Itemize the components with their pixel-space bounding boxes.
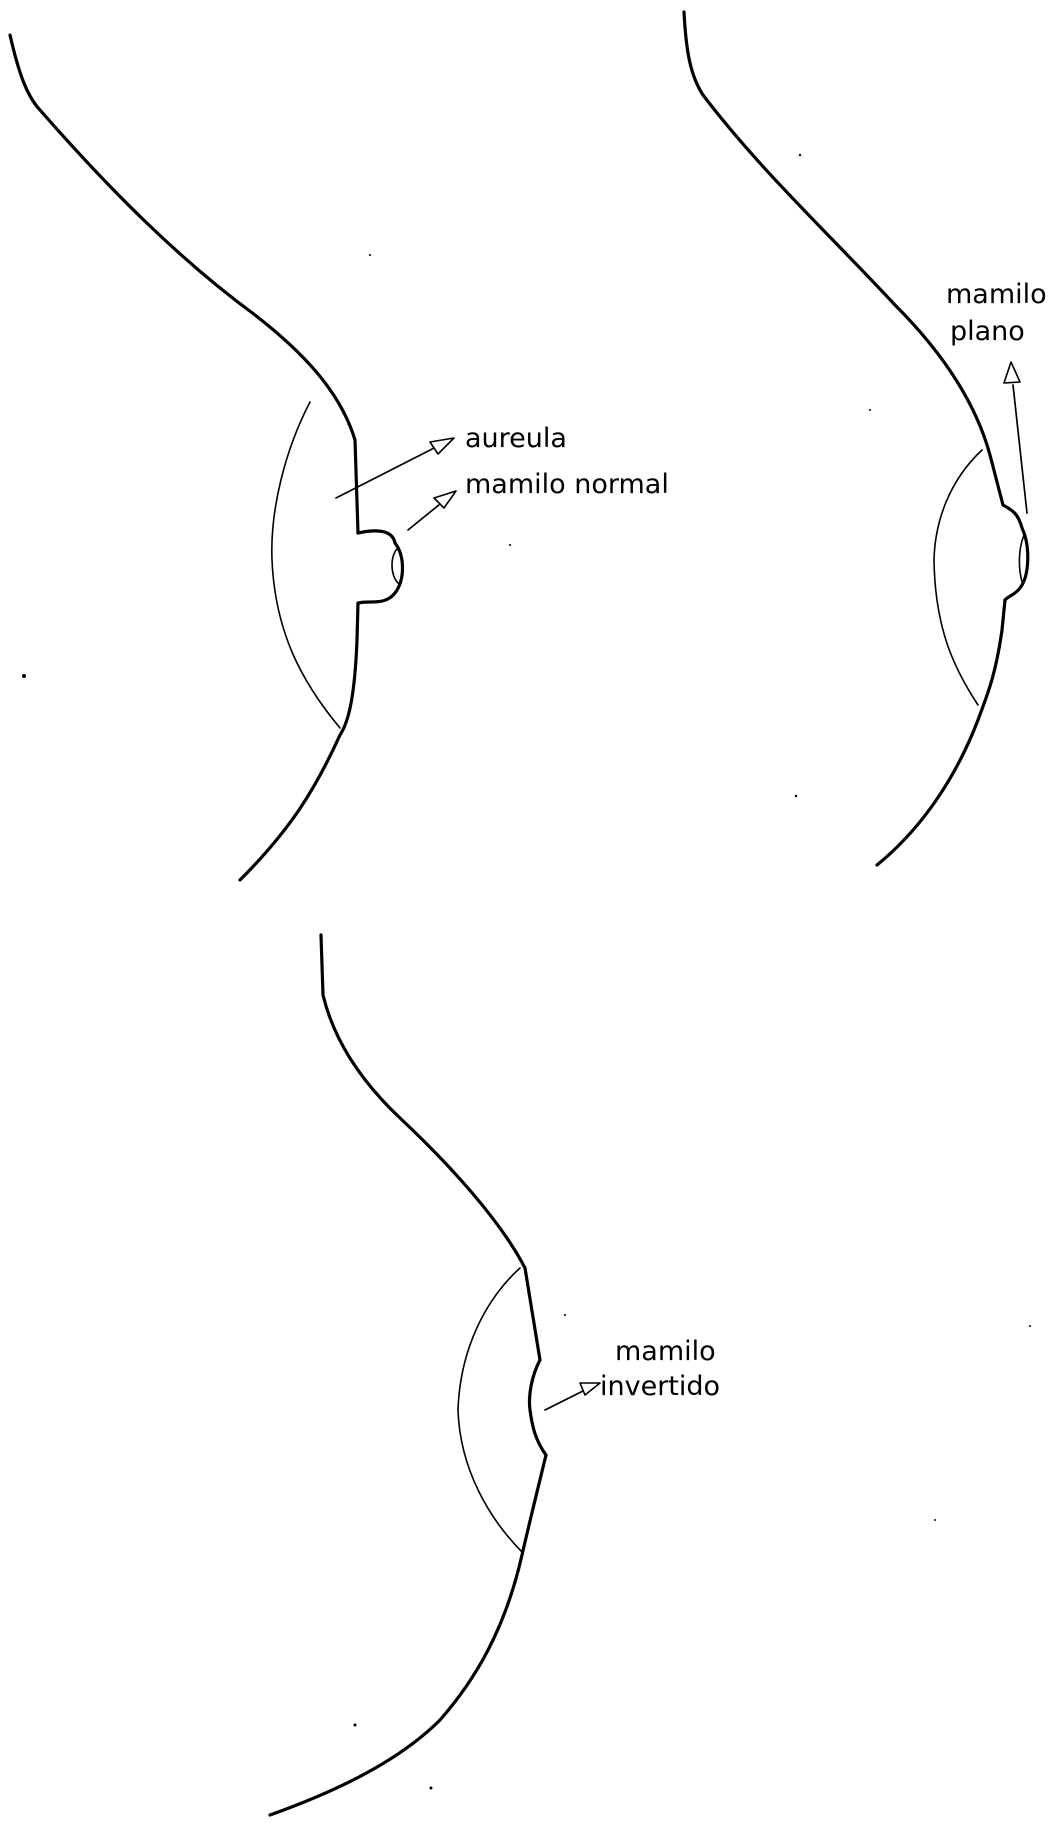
flat-nipple-arrow-head bbox=[1004, 362, 1020, 383]
areola-outline bbox=[272, 402, 340, 728]
areola-arrow-head bbox=[430, 438, 454, 454]
inverted-nipple-arrow-head bbox=[580, 1383, 600, 1395]
breast-outline-upper bbox=[10, 35, 358, 533]
flat-nipple-inner bbox=[1019, 535, 1024, 585]
normal-nipple-label: mamilo normal bbox=[465, 469, 669, 500]
flat-nipple-label-line2: plano bbox=[950, 316, 1025, 347]
areola-outline bbox=[934, 450, 982, 705]
nipple-tip bbox=[392, 548, 398, 583]
breast-outline-lower bbox=[240, 603, 358, 880]
figure-flat-nipple: mamilo plano bbox=[684, 12, 1047, 865]
inverted-nipple-arrow bbox=[545, 1390, 585, 1410]
areola-arrow bbox=[336, 445, 440, 498]
scan-speckles bbox=[22, 154, 1031, 1790]
inverted-nipple-outline bbox=[529, 1360, 546, 1455]
breast-outline-lower bbox=[877, 600, 1005, 865]
breast-outline-lower bbox=[270, 1455, 546, 1815]
nipple-outline bbox=[358, 531, 403, 603]
breast-outline-upper bbox=[321, 935, 540, 1360]
areola-label: aureula bbox=[465, 423, 567, 454]
inverted-nipple-label-line1: mamilo bbox=[615, 1336, 716, 1367]
flat-nipple-arrow bbox=[1013, 385, 1027, 513]
figure-normal-nipple: aureula mamilo normal bbox=[10, 35, 669, 880]
breast-outline-upper bbox=[684, 12, 1003, 505]
flat-nipple-outline bbox=[1003, 505, 1028, 600]
flat-nipple-label-line1: mamilo bbox=[946, 279, 1047, 310]
inverted-nipple-label-line2: invertido bbox=[600, 1371, 720, 1402]
areola-outline bbox=[458, 1268, 523, 1553]
figure-inverted-nipple: mamilo invertido bbox=[270, 935, 720, 1815]
